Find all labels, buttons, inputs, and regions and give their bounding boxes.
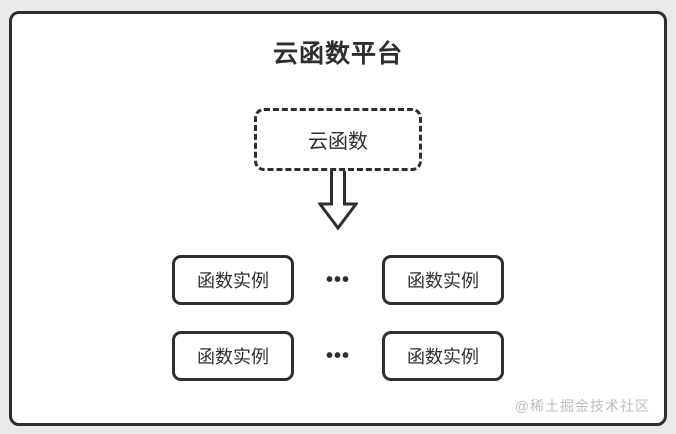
instance-row-1: 函数实例 ••• 函数实例 [12, 255, 664, 305]
instance-label: 函数实例 [197, 271, 269, 291]
ellipsis-dots: ••• [325, 345, 350, 367]
instance-box: 函数实例 [172, 255, 294, 305]
cloud-function-box: 云函数 [254, 108, 422, 171]
watermark: @稀土掘金技术社区 [514, 398, 650, 414]
instance-label: 函数实例 [197, 347, 269, 367]
instance-row-2: 函数实例 ••• 函数实例 [12, 331, 664, 381]
cloud-function-label: 云函数 [308, 131, 368, 153]
diagram-frame: 云函数平台 云函数 函数实例 ••• 函数实例 函数实例 ••• 函数实例 @稀… [9, 11, 667, 426]
instance-box: 函数实例 [172, 331, 294, 381]
diagram-title: 云函数平台 [272, 40, 403, 68]
instance-label: 函数实例 [407, 271, 479, 291]
instance-box: 函数实例 [382, 255, 504, 305]
down-arrow-icon [317, 171, 359, 231]
instance-box: 函数实例 [382, 331, 504, 381]
ellipsis-dots: ••• [325, 269, 350, 291]
instance-label: 函数实例 [407, 347, 479, 367]
